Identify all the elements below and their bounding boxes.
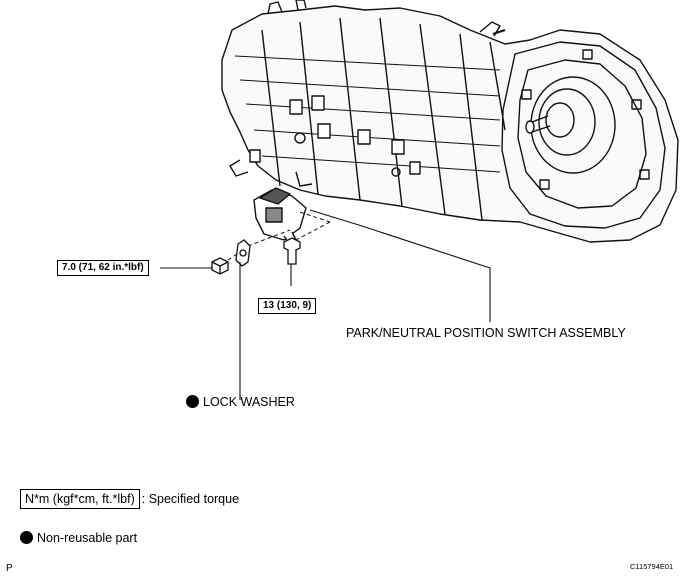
lock-washer-part <box>235 239 251 267</box>
legend-torque-desc: : Specified torque <box>141 492 240 506</box>
torque-callout-nut: 7.0 (71, 62 in.*lbf) <box>57 260 149 276</box>
footer-left-code: P <box>6 563 13 574</box>
leader-lines <box>160 209 491 400</box>
torque-callout-bolt: 13 (130, 9) <box>258 298 317 314</box>
figure-id: C115794E01 <box>630 562 674 571</box>
legend-nonreusable-desc: Non-reusable part <box>37 531 138 545</box>
transmission-illustration <box>221 0 679 243</box>
switch-assembly-label: PARK/NEUTRAL POSITION SWITCH ASSEMBLY <box>346 326 626 340</box>
lock-washer-text: LOCK WASHER <box>203 395 295 409</box>
nut-part <box>211 257 229 275</box>
lock-washer-label: LOCK WASHER <box>186 395 295 409</box>
legend-dot-icon <box>20 531 33 544</box>
bolt-part <box>283 237 301 265</box>
park-neutral-switch <box>253 187 307 249</box>
legend-torque: N*m (kgf*cm, ft.*lbf): Specified torque <box>20 489 240 509</box>
legend-torque-units: N*m (kgf*cm, ft.*lbf) <box>20 489 140 509</box>
legend-nonreusable: Non-reusable part <box>20 531 137 545</box>
nonreusable-dot-icon <box>186 395 199 408</box>
